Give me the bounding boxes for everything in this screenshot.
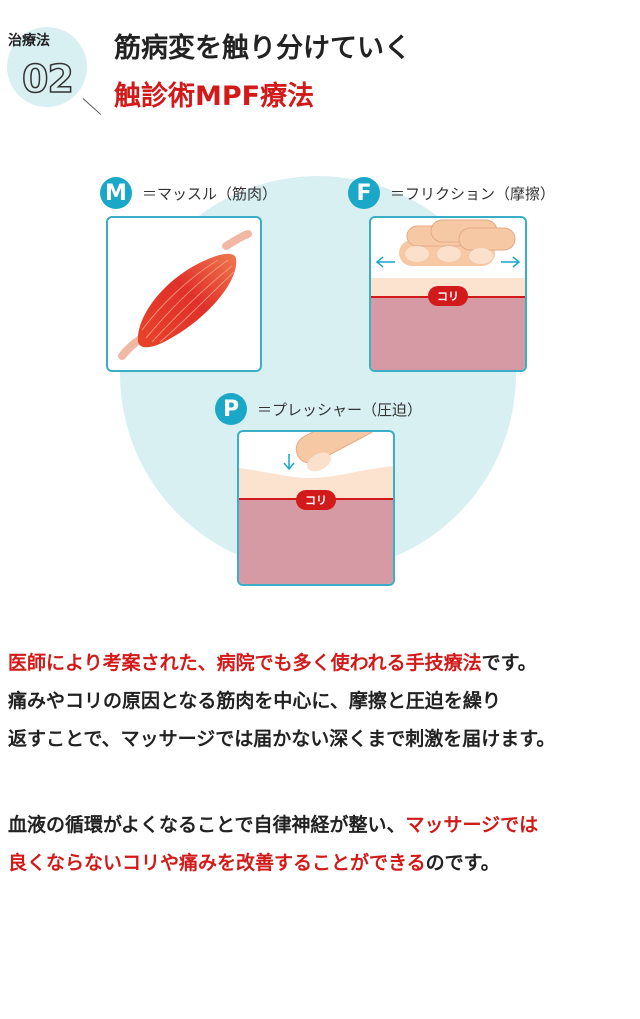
m-caption: M ＝マッスル（筋肉）: [100, 177, 277, 209]
paragraph-1-line-1: 医師により考案された、病院でも多く使われる手技療法です。: [8, 644, 636, 682]
muscle-layer: [371, 298, 525, 370]
paragraph-1-line-2: 痛みやコリの原因となる筋肉を中心に、摩擦と圧迫を繰り: [8, 690, 501, 712]
badge-circle: [7, 27, 87, 107]
paragraph-1: 医師により考案された、病院でも多く使われる手技療法です。 痛みやコリの原因となる…: [8, 644, 636, 758]
badge-line: [82, 98, 102, 115]
pressure-panel: コリ: [237, 430, 395, 586]
fingers-icon: [375, 219, 521, 268]
friction-panel: コリ: [369, 216, 527, 372]
f-caption-text: ＝フリクション（摩擦）: [390, 184, 556, 203]
highlight-text: マッサージでは: [405, 814, 539, 836]
p-caption: P ＝プレッシャー（圧迫）: [215, 393, 422, 425]
paragraph-2: 血液の循環がよくなることで自律神経が整い、マッサージでは 良くならないコリや痛み…: [8, 806, 636, 882]
f-letter-icon: F: [348, 177, 380, 209]
badge-label: 治療法: [8, 33, 50, 49]
treatment-badge: 治療法 02: [0, 22, 102, 115]
m-caption-text: ＝マッスル（筋肉）: [142, 184, 278, 203]
muscle-layer: [239, 500, 393, 584]
paragraph-1-line-3: 返すことで、マッサージでは届かない深くまで刺激を届けます。: [8, 728, 556, 750]
m-letter-icon: M: [100, 177, 132, 209]
plain-text: です。: [481, 652, 537, 674]
muscle-panel: [106, 216, 262, 372]
plain-text: のです。: [425, 852, 500, 874]
kori-badge: コリ: [428, 286, 468, 306]
f-caption: F ＝フリクション（摩擦）: [348, 177, 555, 209]
p-letter-icon: P: [215, 393, 247, 425]
paragraph-2-line-2: 良くならないコリや痛みを改善することができるのです。: [8, 844, 636, 882]
highlight-text: 医師により考案された、病院でも多く使われる手技療法: [8, 652, 482, 674]
page-subtitle: 触診術MPF療法: [114, 81, 315, 112]
page-title: 筋病変を触り分けていく: [114, 33, 411, 64]
muscle-icon: [118, 230, 252, 360]
kori-badge: コリ: [296, 490, 336, 510]
badge-number: 02: [21, 57, 74, 101]
paragraph-2-line-1: 血液の循環がよくなることで自律神経が整い、マッサージでは: [8, 806, 636, 844]
p-caption-text: ＝プレッシャー（圧迫）: [257, 400, 423, 419]
pressure-skin-icon: [239, 432, 393, 502]
highlight-text: 良くならないコリや痛みを改善することができる: [8, 852, 426, 874]
plain-text: 血液の循環がよくなることで自律神経が整い、: [8, 814, 406, 836]
